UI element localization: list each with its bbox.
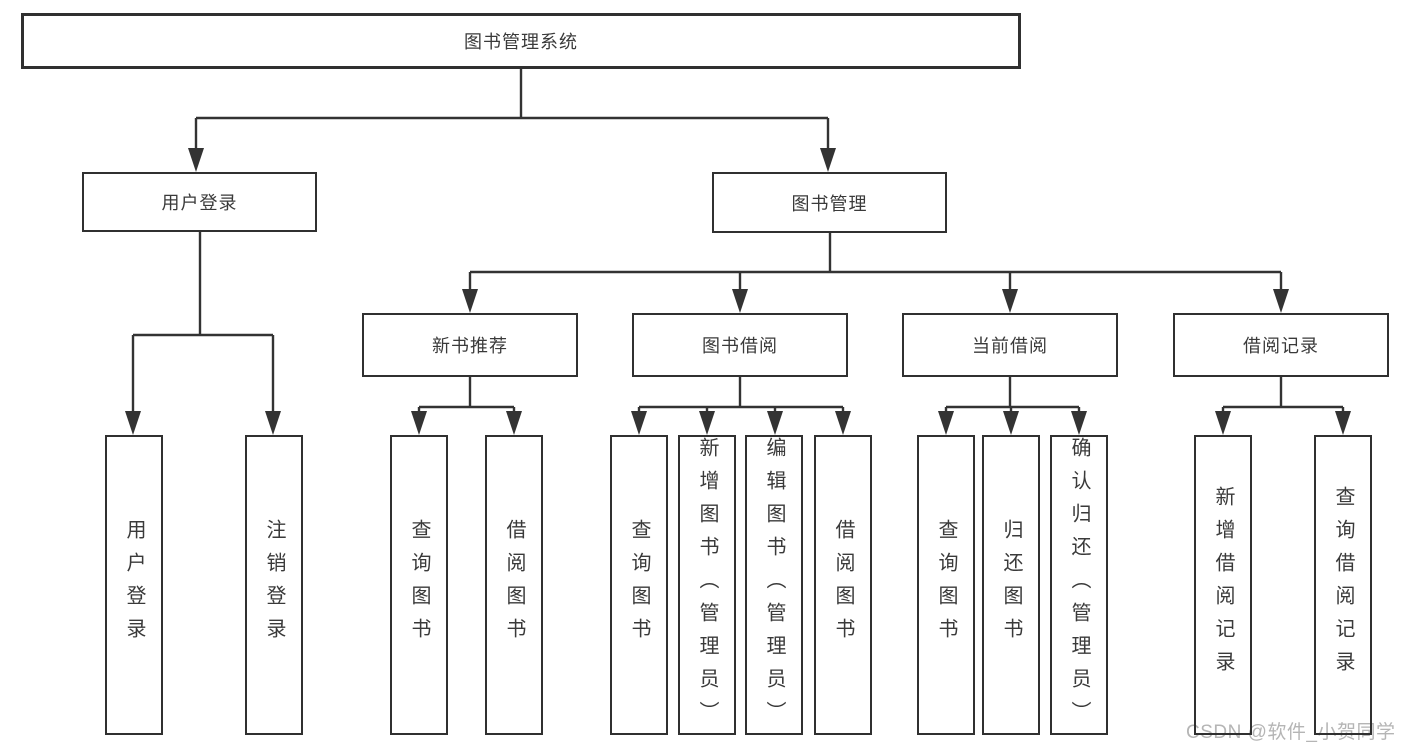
- leaf-label: 查询图书: [628, 519, 650, 651]
- leaf-label: 新增借阅记录: [1212, 486, 1234, 684]
- leaf-logout: 注销登录: [245, 435, 303, 735]
- leaf-label: 查询图书: [935, 519, 957, 651]
- leaf-label: 借阅图书: [832, 519, 854, 651]
- leaf-newbook-query-books: 查询图书: [390, 435, 448, 735]
- leaf-current-return-books: 归还图书: [982, 435, 1040, 735]
- leaf-label: 归还图书: [1000, 519, 1022, 651]
- leaf-borrow-query-books: 查询图书: [610, 435, 668, 735]
- node-borrow-record: 借阅记录: [1173, 313, 1389, 377]
- node-new-book-recommend: 新书推荐: [362, 313, 578, 377]
- leaf-record-add-borrow-record: 新增借阅记录: [1194, 435, 1252, 735]
- leaf-newbook-borrow-books: 借阅图书: [485, 435, 543, 735]
- leaf-label: 确认归还（管理员）: [1068, 436, 1090, 734]
- csdn-watermark: CSDN @软件_小贺同学: [1186, 722, 1396, 743]
- leaf-borrow-edit-books-admin: 编辑图书（管理员）: [745, 435, 803, 735]
- leaf-label: 查询图书: [408, 519, 430, 651]
- node-current-borrow: 当前借阅: [902, 313, 1118, 377]
- leaf-label: 新增图书（管理员）: [696, 436, 718, 734]
- leaf-current-query-books: 查询图书: [917, 435, 975, 735]
- node-book-borrow: 图书借阅: [632, 313, 848, 377]
- leaf-label: 查询借阅记录: [1332, 486, 1354, 684]
- leaf-label: 用户登录: [123, 519, 145, 651]
- leaf-borrow-borrow-books: 借阅图书: [814, 435, 872, 735]
- leaf-user-login: 用户登录: [105, 435, 163, 735]
- leaf-current-confirm-return-admin: 确认归还（管理员）: [1050, 435, 1108, 735]
- leaf-label: 编辑图书（管理员）: [763, 436, 785, 734]
- leaf-label: 借阅图书: [503, 519, 525, 651]
- leaf-record-query-borrow-record: 查询借阅记录: [1314, 435, 1372, 735]
- node-user-login-branch: 用户登录: [82, 172, 317, 232]
- leaf-label: 注销登录: [263, 519, 285, 651]
- node-book-management-branch: 图书管理: [712, 172, 947, 233]
- leaf-borrow-add-books-admin: 新增图书（管理员）: [678, 435, 736, 735]
- node-root-system: 图书管理系统: [21, 13, 1021, 69]
